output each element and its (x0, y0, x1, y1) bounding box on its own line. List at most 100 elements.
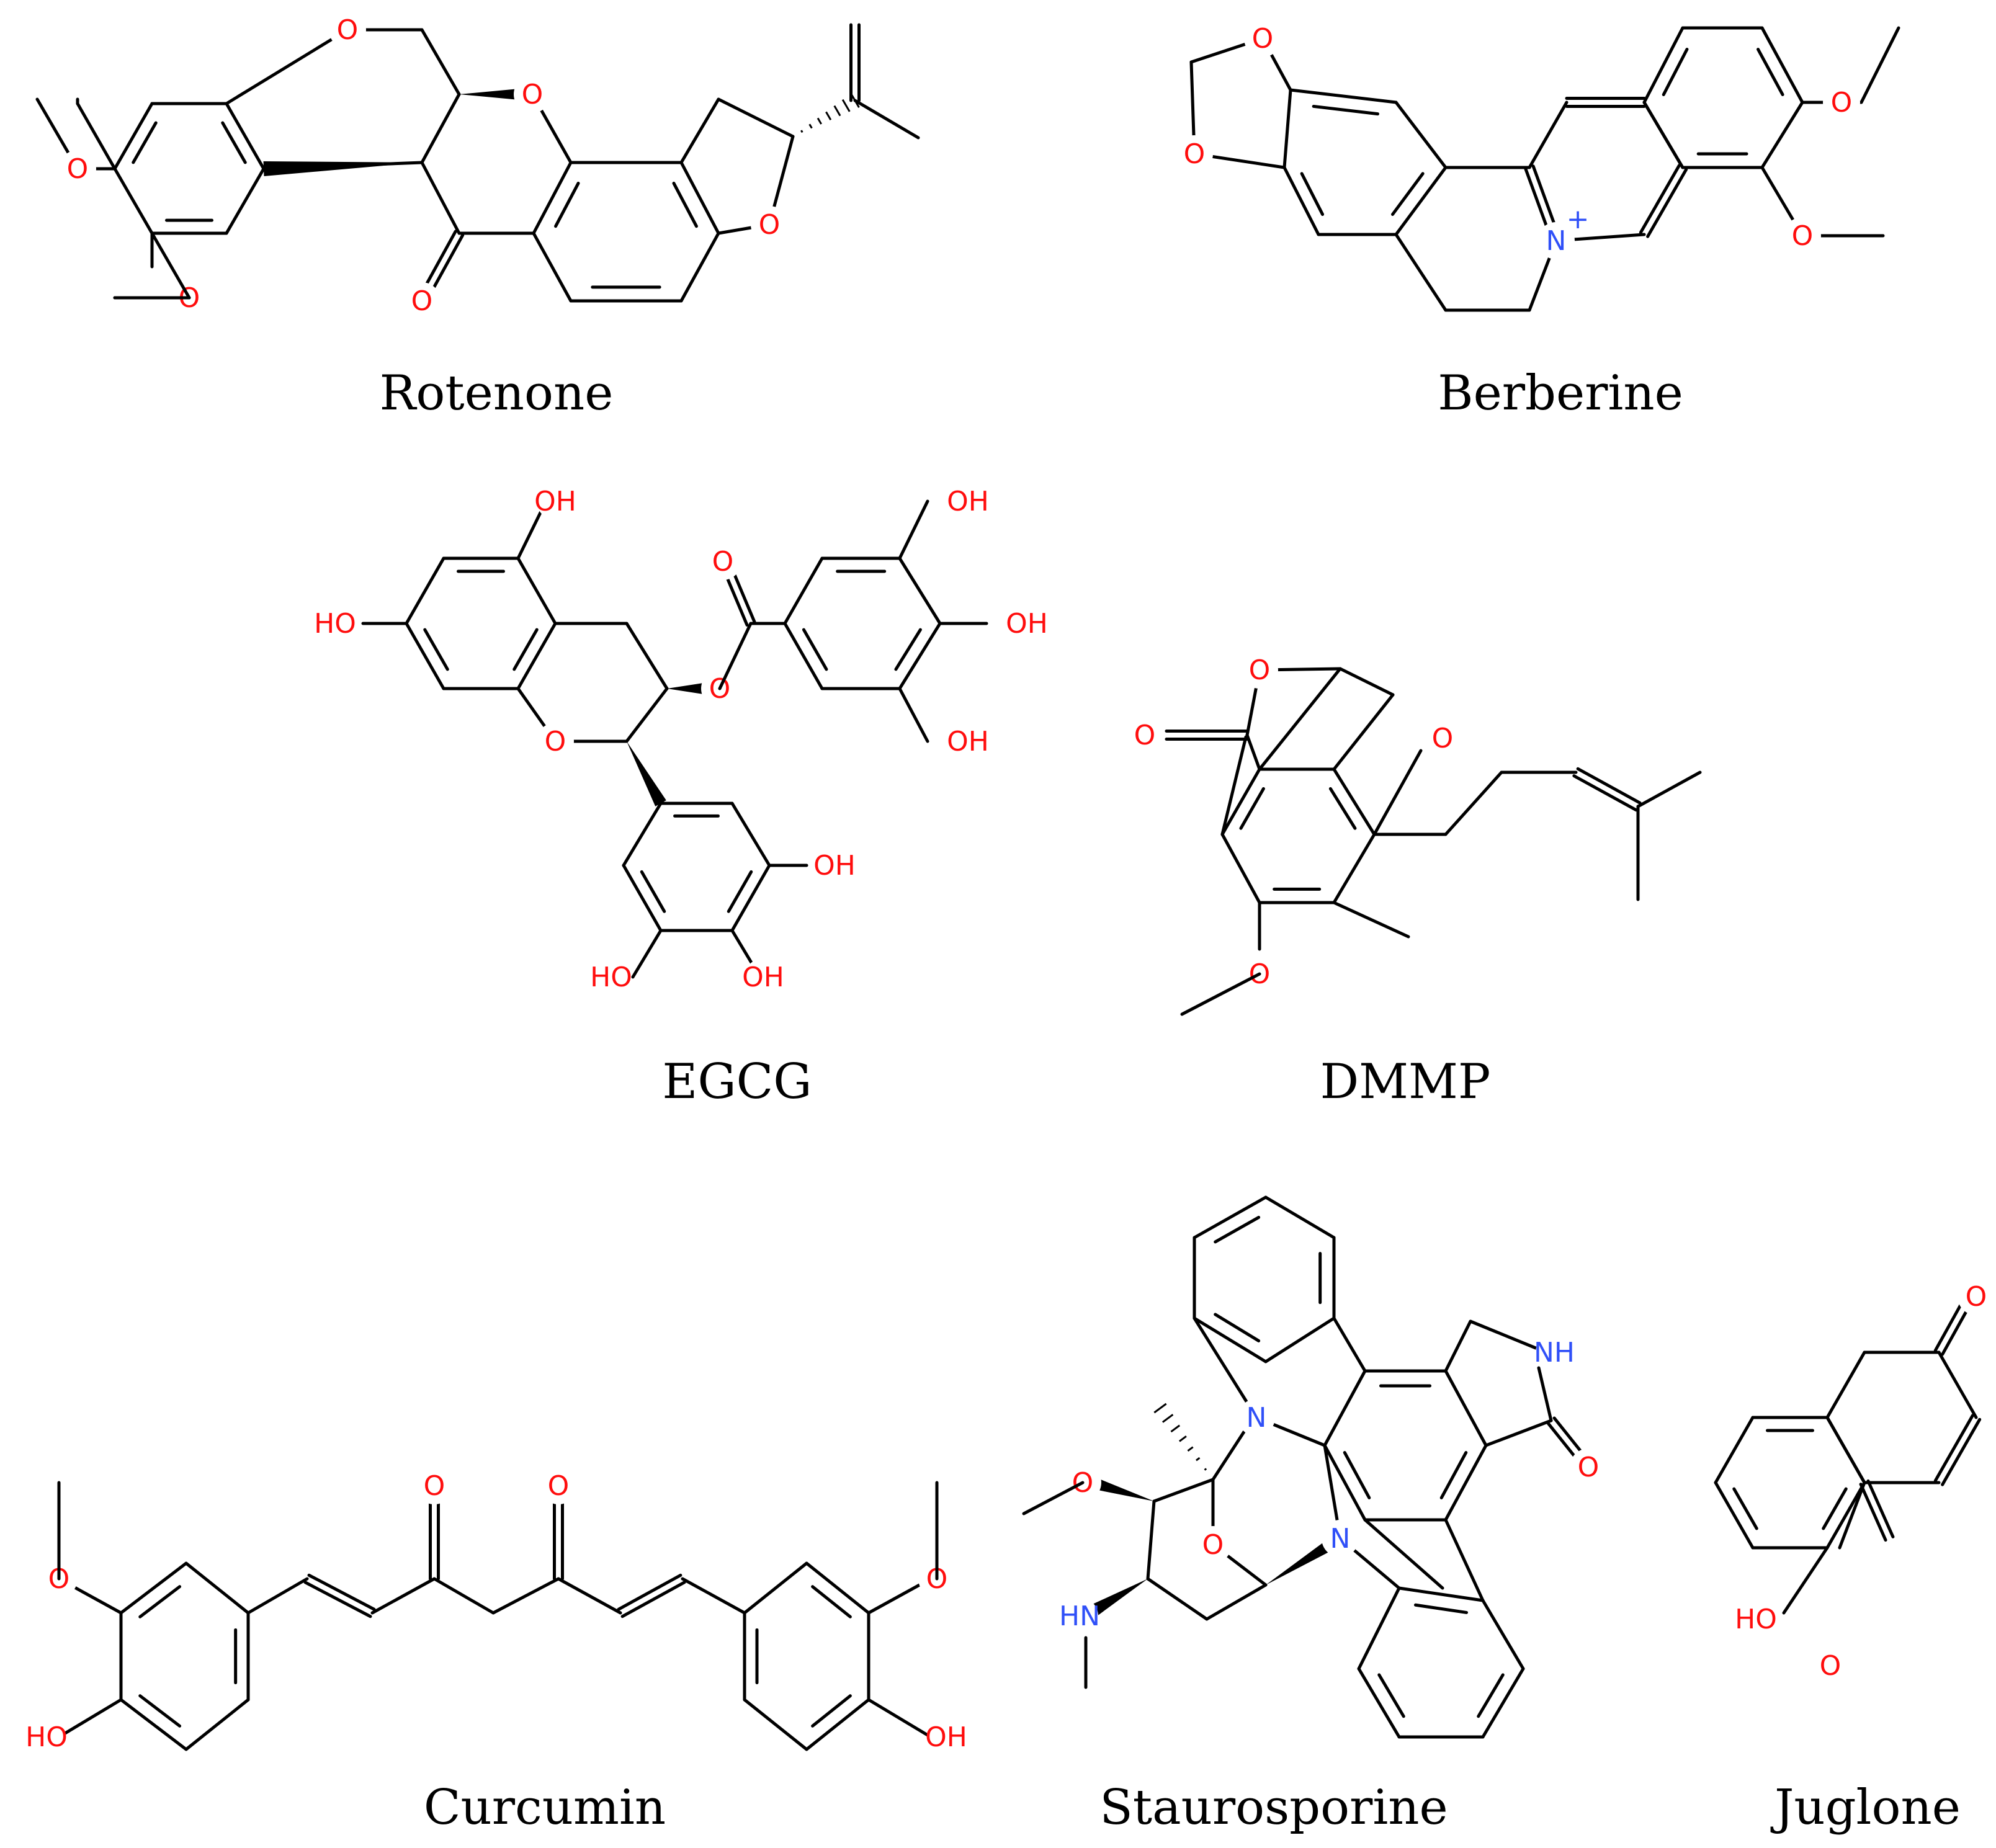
bond (557, 1577, 622, 1615)
ring-bond (1357, 1586, 1401, 1671)
bond (1372, 749, 1423, 836)
bond (1258, 667, 1342, 771)
wedge-bond (1090, 1476, 1154, 1501)
atom-mask (1812, 1647, 1849, 1684)
aromatic-bond (554, 181, 580, 228)
ring-bond (1642, 26, 1685, 104)
bond (246, 1577, 309, 1615)
ring-bond (1282, 88, 1292, 169)
atom-mask (1126, 716, 1163, 754)
atom-label-o: O (1184, 138, 1206, 170)
ring-bond (1394, 100, 1448, 169)
bond (1180, 972, 1261, 1016)
aromatic-bond (138, 1694, 182, 1728)
bond (57, 1698, 123, 1739)
ring-bond (1642, 100, 1685, 169)
ring-bond (1282, 166, 1320, 236)
bond (1528, 100, 1569, 169)
atom-label-n: HN (1059, 1600, 1100, 1632)
atom-mask (704, 543, 741, 580)
atom-label-o: O (1792, 220, 1814, 252)
atom-label-o: O (759, 209, 781, 241)
atom-label-o: O (1202, 1529, 1224, 1561)
atom-label-o: OH (947, 726, 989, 757)
aromatic-bond (132, 121, 158, 164)
atom-label-o: HO (314, 608, 356, 640)
aromatic-bond (894, 628, 922, 671)
bond (1205, 1583, 1268, 1621)
ring-bond (1481, 1667, 1525, 1739)
aromatic-bond (1822, 1487, 1848, 1530)
ring-bond (532, 161, 573, 235)
hash-bond (800, 130, 803, 133)
aromatic-bond (672, 181, 698, 228)
ring-bond (405, 556, 445, 625)
atom-label-o: O (545, 726, 566, 757)
atom-label-o: O (548, 1470, 570, 1502)
caption-rotenone: Rotenone (380, 365, 614, 421)
double-bond (303, 1581, 372, 1618)
bond (625, 622, 669, 690)
hash-bond (825, 111, 832, 121)
aromatic-bond (1477, 1673, 1505, 1718)
bond (853, 99, 920, 140)
ring-bond (119, 1561, 188, 1615)
ring-bond (730, 801, 771, 867)
atom-mask (745, 958, 782, 996)
atom-label-o: OH (813, 850, 856, 882)
aromatic-bond (640, 870, 666, 913)
bond (625, 687, 669, 743)
hash-bond (808, 123, 813, 129)
wedge-bond (263, 161, 419, 176)
atom-label-o: O (337, 14, 359, 46)
atom-mask (537, 723, 574, 760)
atom-mask (816, 847, 853, 884)
atom-mask (403, 282, 441, 319)
ring-bond (679, 161, 720, 235)
atom-mask (416, 1467, 453, 1504)
ring-bond (1825, 1481, 1866, 1550)
bond (631, 929, 663, 979)
ring-bond (805, 1698, 870, 1751)
wedge-bond (459, 87, 532, 101)
caption-berberine: Berberine (1438, 365, 1683, 421)
atom-mask (1570, 1448, 1607, 1486)
bond (1860, 26, 1900, 104)
atom-label-o: O (424, 1470, 445, 1502)
double-bond (1576, 767, 1642, 805)
ring-bond (1357, 1667, 1401, 1739)
caption-juglone: Juglone (1770, 1780, 1961, 1836)
atom-mask (1241, 651, 1278, 689)
atom-mask (1322, 1520, 1359, 1557)
hash-bond (1187, 1446, 1194, 1452)
double-bond (1866, 1479, 1895, 1538)
atom-mask (949, 483, 987, 520)
atom-label-o: HO (1735, 1604, 1777, 1635)
bond (1782, 1546, 1829, 1615)
bond (1469, 1319, 1541, 1351)
ring-bond (622, 801, 663, 867)
atom-mask (1737, 1600, 1774, 1638)
atom-mask (1176, 135, 1213, 172)
atom-mask (28, 1718, 65, 1756)
aromatic-bond (811, 1585, 852, 1618)
ring-bond (1264, 1195, 1336, 1239)
atom-label-o: O (1134, 720, 1156, 751)
bond (1338, 667, 1395, 697)
atom-mask (1244, 20, 1281, 57)
caption-egcg: EGCG (662, 1054, 812, 1110)
ring-bond (1289, 88, 1398, 104)
bond (1220, 735, 1248, 836)
hash-bond (1161, 1414, 1174, 1423)
bond (150, 231, 191, 300)
bond (1444, 1319, 1472, 1373)
bond (898, 499, 929, 560)
double-bond (307, 1573, 376, 1611)
bond (867, 1698, 933, 1739)
aromatic-bond (1413, 1603, 1469, 1614)
aromatic-bond (1312, 104, 1380, 116)
aromatic-bond (1214, 1215, 1261, 1244)
bond (1444, 770, 1503, 836)
